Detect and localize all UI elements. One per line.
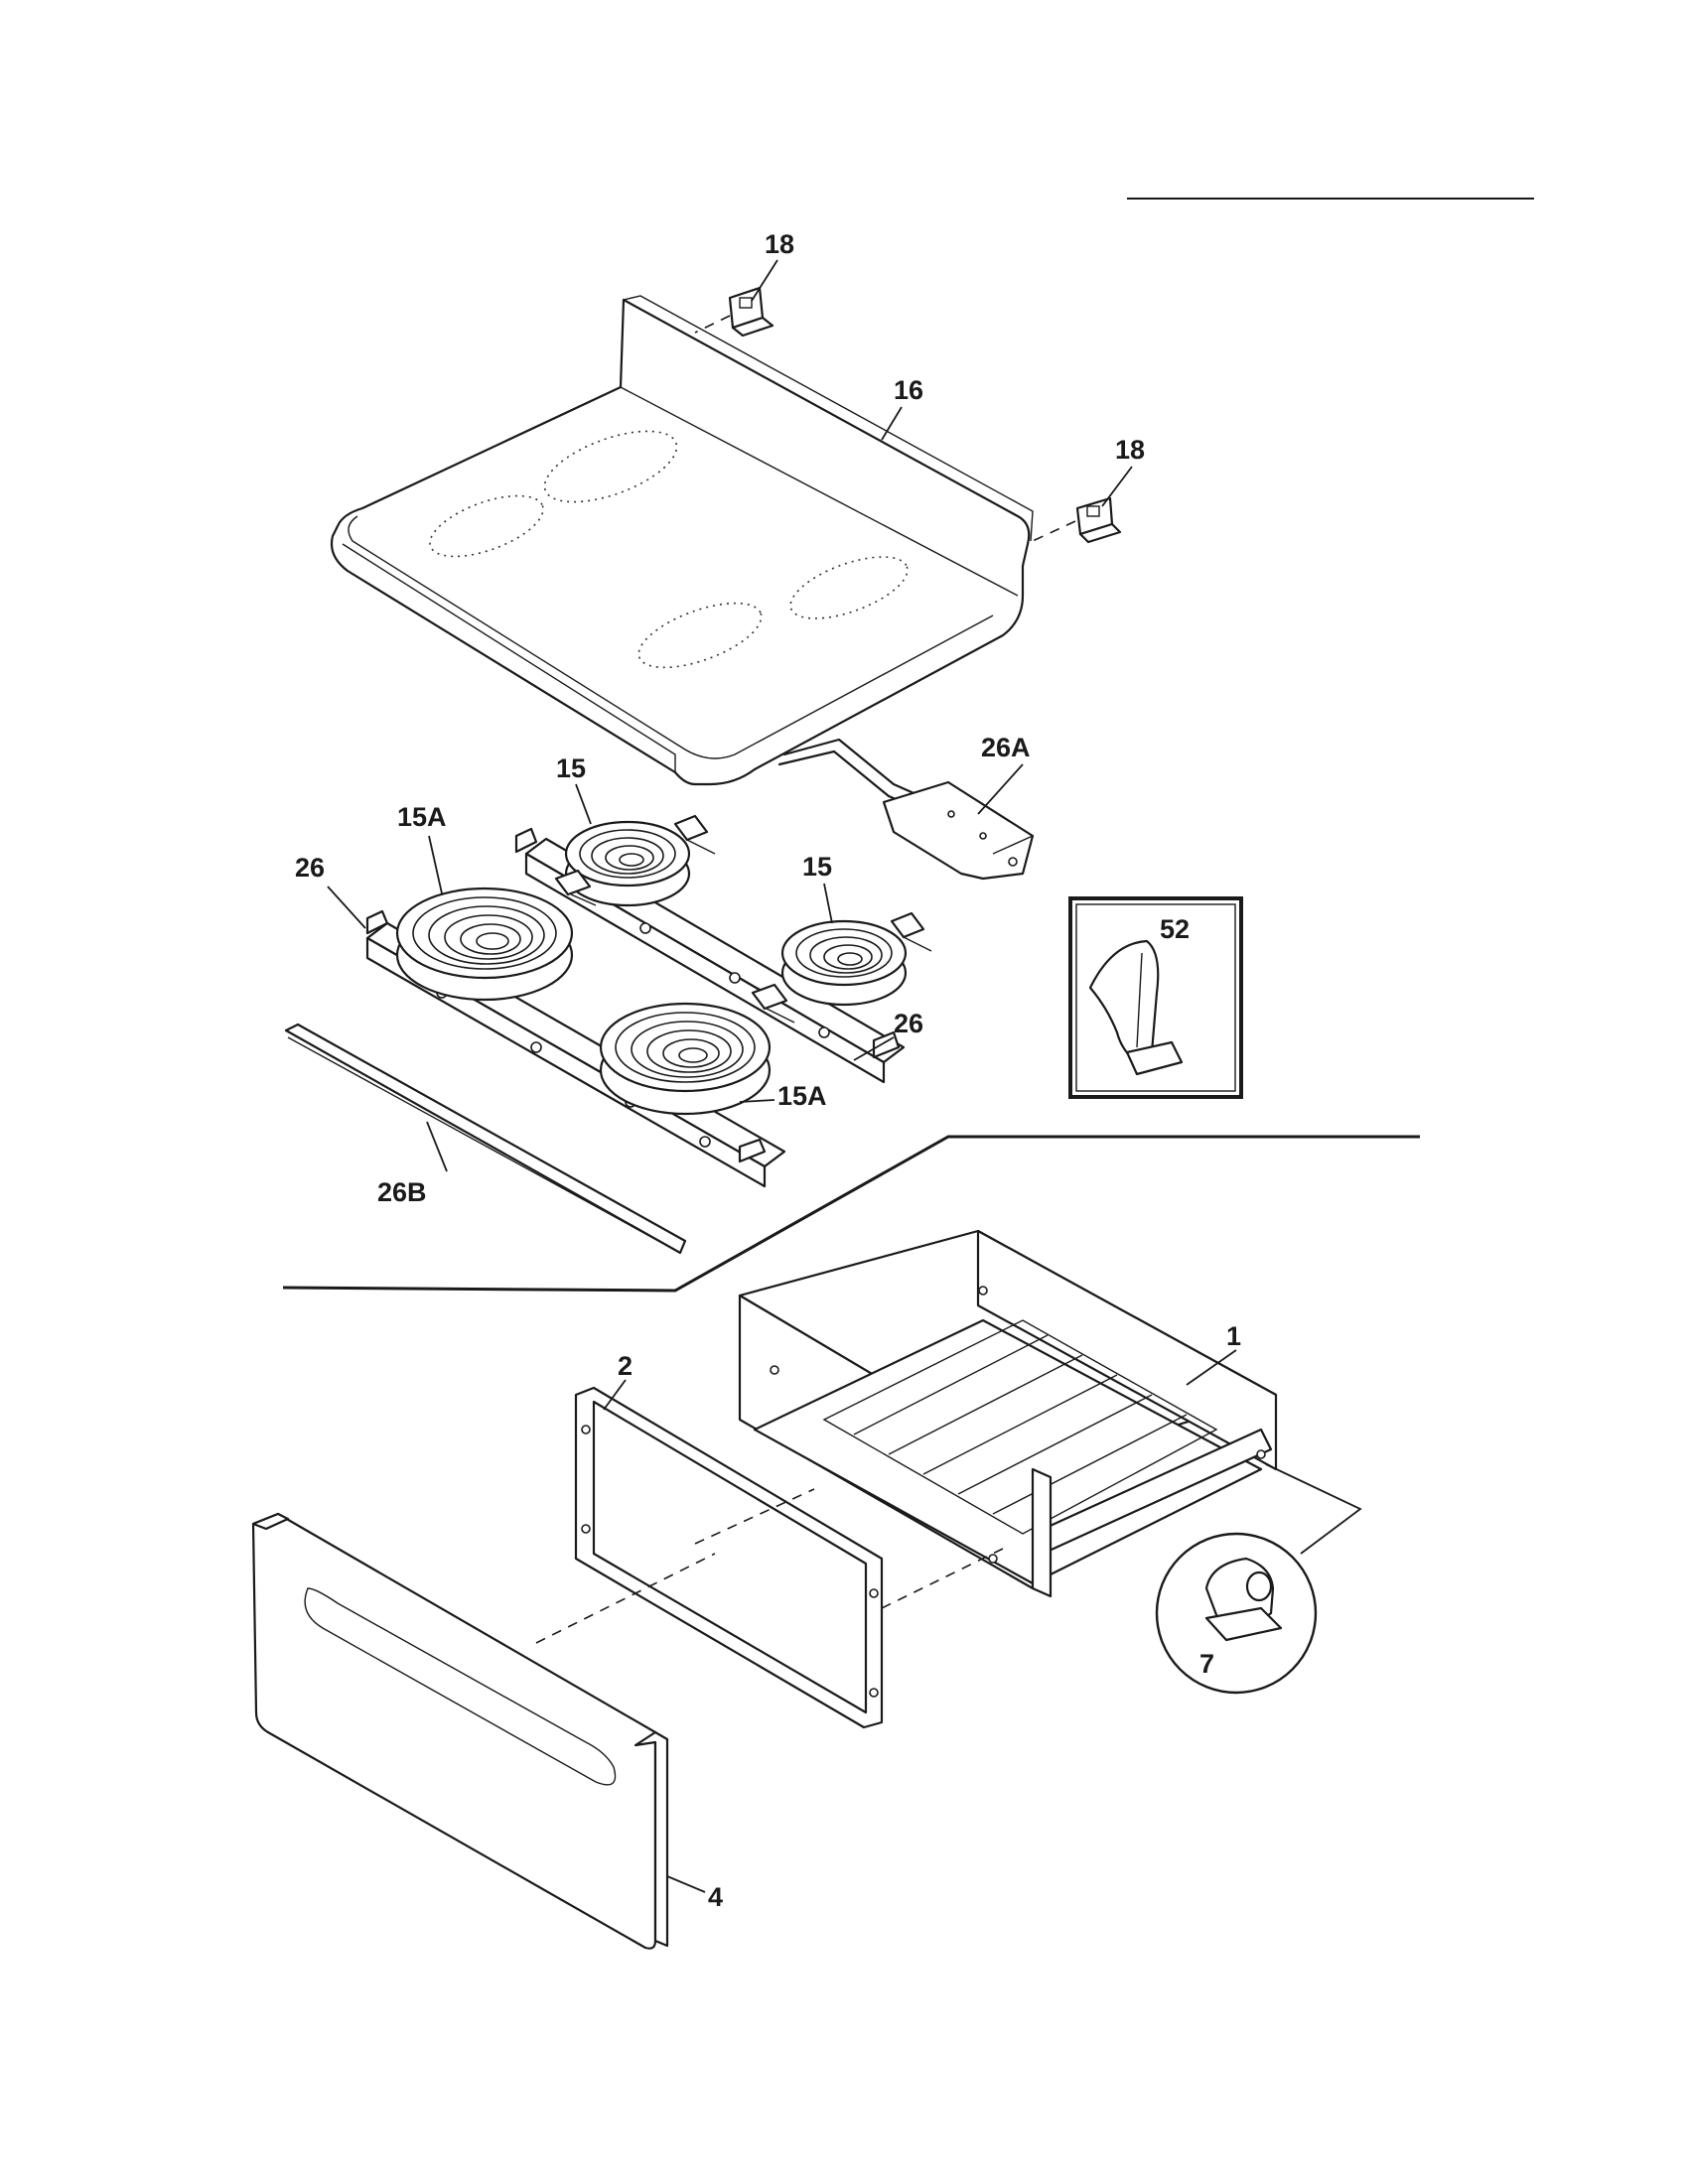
callout-52: 52	[1160, 914, 1190, 944]
trim-strip-26B	[284, 1023, 687, 1255]
callout-15-back: 15	[556, 753, 586, 783]
surface-element-15-back	[564, 814, 716, 907]
inset-box-52	[1068, 896, 1243, 1099]
terminal-block-26A	[882, 780, 1035, 881]
surface-element-15-right	[780, 911, 932, 1007]
assembly-guide-lower	[535, 1553, 716, 1644]
bracket-18-right	[1075, 496, 1122, 544]
callout-15-right: 15	[802, 852, 832, 882]
callout-16: 16	[894, 375, 923, 405]
bracket-18-right-guide	[1032, 520, 1076, 542]
bracket-18-left-guide	[694, 315, 731, 334]
detail-7-leader	[1265, 1463, 1362, 1555]
callout-15A-left: 15A	[397, 802, 447, 832]
callout-26A: 26A	[981, 733, 1031, 762]
drawer-body-1	[738, 1229, 1278, 1598]
callout-18-right: 18	[1115, 435, 1145, 465]
surface-element-15A-front	[599, 983, 795, 1116]
callout-18-left: 18	[765, 229, 794, 259]
drawer-front-panel-4	[251, 1512, 669, 1950]
bracket-18-left	[728, 286, 774, 338]
callout-26-left: 26	[295, 853, 325, 883]
surface-element-15A-left	[395, 869, 597, 1002]
assembly-guide-upper	[694, 1488, 815, 1545]
callout-2: 2	[618, 1351, 633, 1381]
detail-circle-7	[1155, 1532, 1318, 1695]
section-separator-line	[282, 1135, 1420, 1293]
callout-26B: 26B	[377, 1177, 427, 1207]
leader-lines	[327, 259, 1237, 1893]
drawer-frame-2	[574, 1386, 884, 1729]
callout-4: 4	[708, 1882, 723, 1912]
callout-15A-front: 15A	[777, 1081, 827, 1111]
callout-7: 7	[1199, 1649, 1214, 1679]
callout-1: 1	[1226, 1321, 1241, 1351]
cooktop-glass-top	[330, 295, 1034, 786]
callout-26-right: 26	[894, 1009, 923, 1038]
assembly-guide-frame	[881, 1548, 1004, 1609]
